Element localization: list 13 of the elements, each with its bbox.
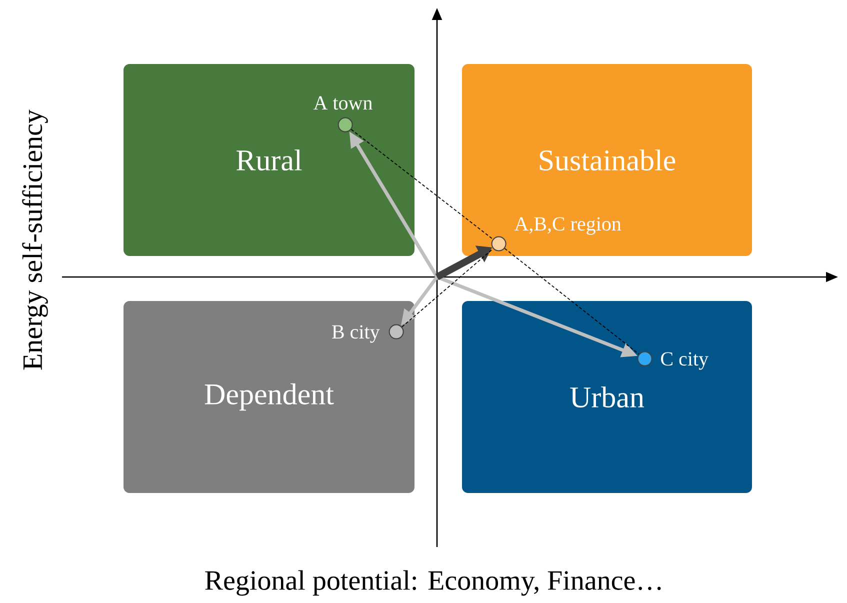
point-marker [338,117,353,132]
dashed-line [504,248,640,355]
point-label: B city [332,325,380,343]
dashed-line [402,248,494,328]
point-label: A,B,C region [514,217,622,235]
point-marker [388,324,404,340]
point-label: C city [661,352,708,370]
point-label: A town [313,96,372,110]
axis-label: Energy self-sufficiency [22,110,48,370]
point-marker [491,236,506,252]
dashed-line [350,128,494,240]
axis-label: Regional potential: Economy, Finance… [205,570,661,596]
point-marker [637,351,652,366]
